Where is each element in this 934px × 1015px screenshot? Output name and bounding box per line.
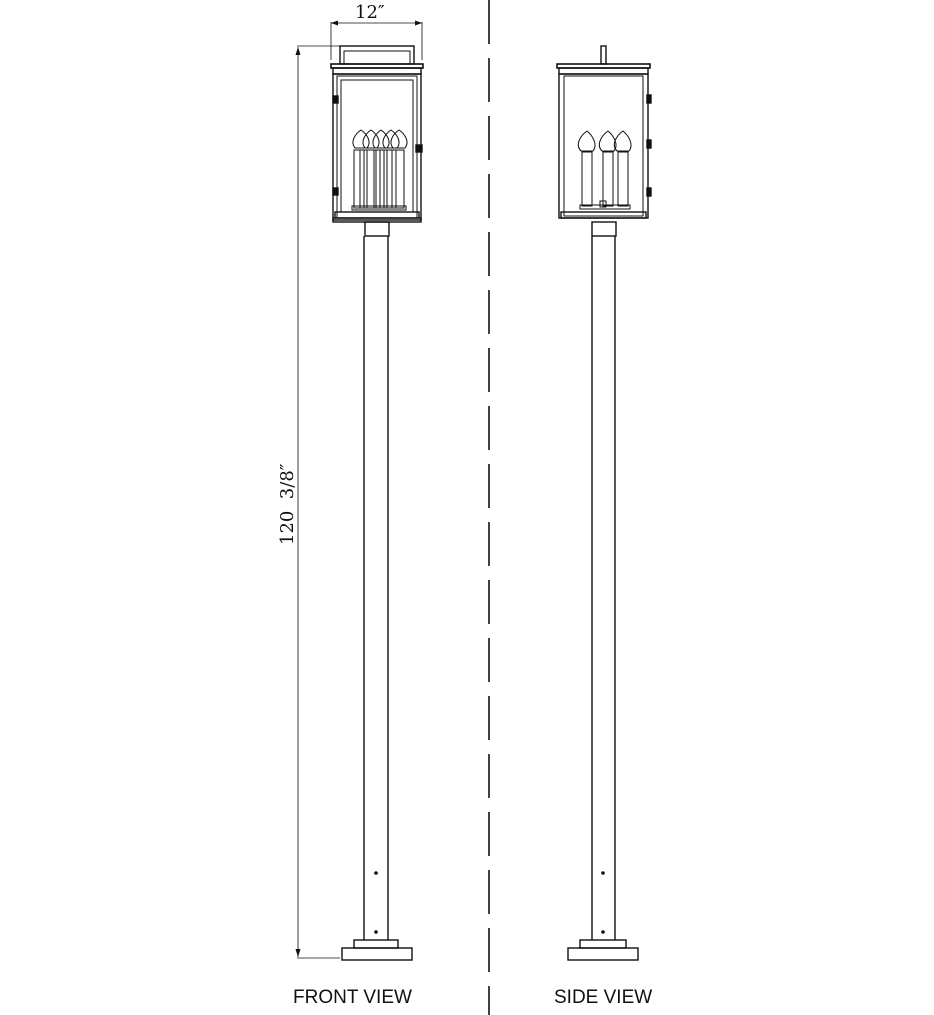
width-dimension-label: 12″ (355, 2, 385, 23)
side-candles (577, 130, 632, 210)
front-view-label: FRONT VIEW (293, 987, 412, 1008)
width-dimension (330, 20, 423, 60)
front-candles (351, 129, 408, 211)
side-view-label: SIDE VIEW (554, 987, 652, 1008)
height-dimension (295, 45, 340, 959)
front-view-lamp (330, 45, 424, 961)
height-dimension-label: 120 3/8″ (277, 463, 298, 545)
side-view-lamp (556, 45, 652, 961)
